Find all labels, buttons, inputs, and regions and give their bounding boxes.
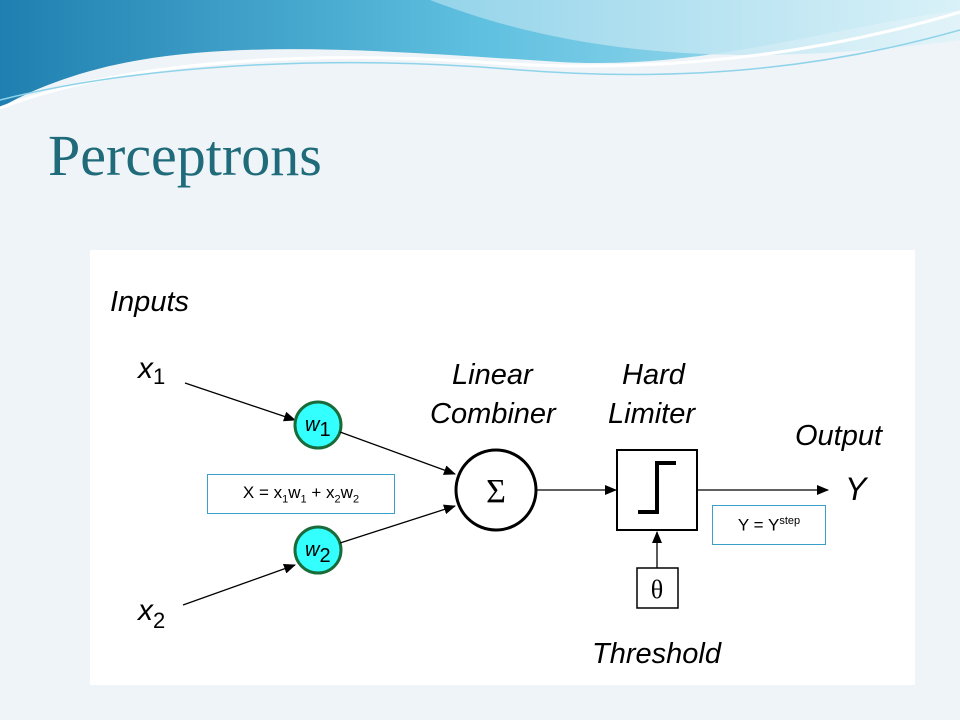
arrow-w1-to-combiner: [339, 431, 456, 475]
arrow-x2-to-w2: [182, 563, 296, 606]
output-symbol: Y: [845, 471, 869, 507]
output-formula-text: Y = Ystep: [737, 514, 801, 535]
weight-w2-node: [293, 525, 343, 575]
sum-formula-box: X = x1w1 + x2w2: [207, 474, 395, 514]
arrow-x1-to-w1: [184, 382, 296, 422]
inputs-label: Inputs: [110, 286, 189, 318]
header-swoosh: [0, 0, 960, 110]
slide-title: Perceptrons: [48, 123, 322, 188]
arrow-w2-to-combiner: [339, 504, 456, 544]
input-x1-label: x1: [136, 352, 165, 389]
theta-symbol: θ: [651, 575, 663, 604]
output-label: Output: [795, 420, 884, 452]
sigma-symbol: Σ: [486, 473, 506, 510]
weight-w1-node: [293, 400, 343, 450]
combiner-label-line2: Combiner: [430, 398, 557, 430]
summation-node: [454, 448, 538, 532]
weight-w2-label: w2: [305, 539, 331, 567]
weight-w1-label: w1: [305, 414, 331, 441]
limiter-label-line1: Hard: [622, 359, 686, 391]
limiter-label-line2: Limiter: [608, 398, 696, 430]
sum-formula-text: X = x1w1 + x2w2: [242, 482, 360, 506]
threshold-box: [636, 567, 679, 609]
threshold-label: Threshold: [592, 638, 722, 670]
step-function-icon: [638, 461, 676, 514]
combiner-label-line1: Linear: [452, 359, 534, 391]
input-x2-label: x2: [136, 594, 165, 633]
output-formula-box: Y = Ystep: [712, 505, 826, 545]
